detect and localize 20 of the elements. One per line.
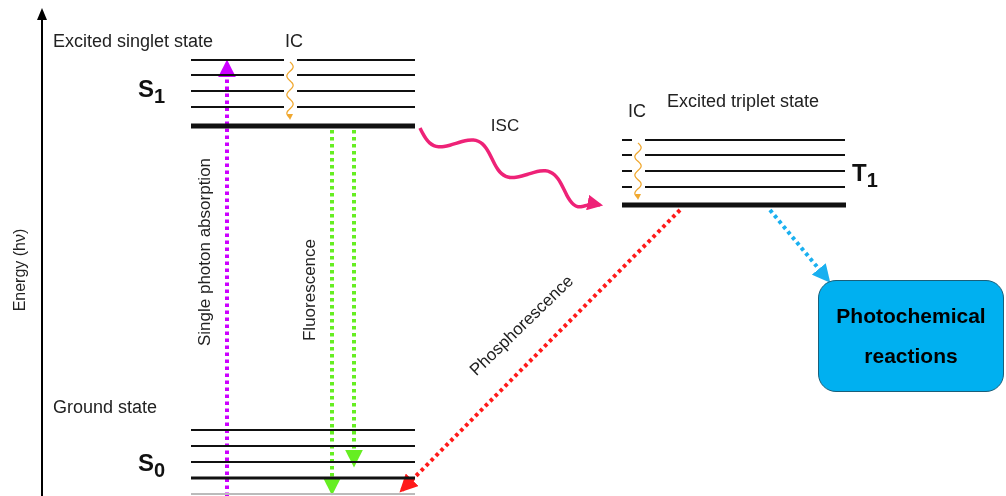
box-label: Photochemical reactions <box>835 303 987 369</box>
axis-label: Energy (hν) <box>11 228 29 312</box>
dotted-arrow <box>323 130 341 496</box>
dotted-arrow <box>218 59 236 496</box>
wavy-arrow <box>418 127 604 211</box>
state-label: Excited singlet state <box>53 32 214 52</box>
dotted-arrow <box>345 130 363 468</box>
state-label: Ground state <box>53 398 158 418</box>
state-label: Excited triplet state <box>667 92 820 112</box>
state-symbol: S$_{0}$ <box>138 450 166 481</box>
edge-label: Single photon absorption <box>195 157 215 347</box>
process-box <box>818 280 1004 392</box>
dotted-arrow <box>768 208 831 283</box>
process-label: IC <box>285 32 303 52</box>
state-symbol: T$_{1}$ <box>852 160 878 191</box>
state-symbol: S$_{1}$ <box>138 76 166 107</box>
edge-label: Fluorescence <box>300 238 320 342</box>
edge-label: ISC <box>490 116 520 136</box>
dotted-arrow <box>399 208 682 493</box>
process-label: IC <box>628 102 646 122</box>
